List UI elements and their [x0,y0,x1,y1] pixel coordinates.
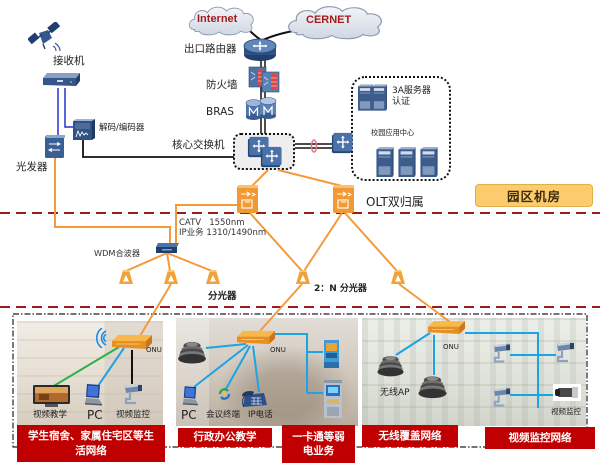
wifi-icon [96,328,108,348]
wireless-ap-label: 无线AP [380,388,410,398]
office-network-title: 行政办公教学 [178,428,272,447]
office-title-text: 行政办公教学 [193,431,257,444]
olt-dual-homing-label: OLT双归属 [366,195,424,209]
device-label-ip-phone: IP电话 [248,410,273,420]
onu-residential-label: ONU [146,346,162,354]
olt-primary-icon[interactable] [237,185,258,213]
wireless-ap-icon[interactable] [177,341,207,364]
onu-coverage-label: ONU [443,343,459,351]
fiber-splitter-right-onu-coverage [398,283,451,323]
bras-label: BRAS [206,106,234,118]
codec-label: 解码/编码器 [99,123,145,133]
wireless-network-title: 无线覆盖网络 [362,425,458,447]
app-server-icon[interactable] [376,147,394,177]
video-title-text: 视频监控网络 [508,431,572,444]
residential-network-title: 学生宿舍、家属住宅区等生 活网络 [17,425,165,462]
splitter-2n-icon[interactable] [391,270,405,284]
video-network-title: 视频监控网络 [485,427,595,449]
surveillance-label: 视频监控 [551,407,581,416]
self-service-kiosk-icon[interactable] [323,380,343,418]
card-service-title: 一卡通等弱 电业务 [282,425,355,463]
optical-transmitter-icon[interactable] [45,135,65,158]
laptop-icon[interactable] [84,384,102,406]
optical-transmitter-label: 光发器 [16,161,48,173]
auth-server-icon[interactable] [372,84,387,111]
fiber-wdm-splitter-2 [166,252,171,272]
fiber-oltright-splitter-left [303,212,343,272]
splitter-label: 分光器 [208,291,237,302]
wdm-combiner-icon[interactable] [155,243,179,253]
device-label-pc: PC [87,408,103,422]
device-label-conference: 会议终端 [206,410,241,420]
box-camera-lens [555,389,560,396]
camera-icon[interactable] [492,342,511,364]
card-title-line-1: 一卡通等弱 [292,430,345,443]
ip-wavelength-label: IP业务 1310/1490nm [179,228,267,238]
camera-icon[interactable] [555,341,575,363]
bras-icon[interactable] [245,97,277,121]
splitter-icon[interactable] [206,270,220,284]
server-access-switch-icon[interactable] [331,132,353,154]
box-camera-back [572,387,578,398]
fiber-oltright-splitter-right [344,212,398,272]
firewall-label: 防火墙 [206,79,238,91]
machine-room-badge: 园区机房 [475,184,593,207]
receiver-label: 接收机 [53,55,85,67]
box-camera-icon[interactable] [553,384,581,401]
wireless-ap-icon[interactable] [418,374,447,400]
wdm-label: WDM合波器 [94,248,141,258]
device-label-surveillance: 视频监控 [116,410,151,420]
router-icon[interactable] [243,37,277,62]
device-label-pc: PC [181,408,197,422]
card-kiosk-icon[interactable] [323,340,340,368]
card-title-line-2: 电业务 [302,445,335,457]
core-switch-backup-icon[interactable] [259,146,283,168]
satellite-icon [28,22,62,53]
firewall-icon[interactable] [247,66,281,93]
splitter-2n-label: 2：N 分光器 [314,284,367,294]
decoder-icon[interactable] [73,119,95,140]
box-camera-body [558,388,573,397]
tv-icon[interactable] [33,385,70,407]
residential-title-line-1: 学生宿舍、家属住宅区等生 [28,430,154,443]
olt-secondary-icon[interactable] [333,185,354,213]
cernet-label: CERNET [306,14,352,26]
receiver-icon[interactable] [43,73,80,87]
conference-terminal-icon[interactable] [218,388,231,400]
catv-wavelength-label: CATV 1550nm [179,218,245,228]
onu-office-icon[interactable] [237,330,275,346]
campus-server-zone [351,76,451,181]
laptop-icon[interactable] [182,385,198,407]
wireless-title-text: 无线覆盖网络 [378,429,442,442]
campus-center-label: 校园应用中心 [371,128,415,137]
fiber-oltleft-splitter-left [249,212,303,272]
residential-title-line-2: 活网络 [75,444,107,457]
link-receiver-decoder [64,88,73,128]
ip-phone-icon[interactable] [240,390,267,408]
app-server-icon[interactable] [398,147,416,177]
link-aggregation-marker [310,139,318,153]
exit-router-label: 出口路由器 [184,43,237,55]
app-server-icon[interactable] [420,147,438,177]
core-switch-label: 核心交换机 [172,139,225,151]
wireless-ap-icon[interactable] [377,353,404,379]
camera-icon[interactable] [123,383,143,405]
auth-server-label: 3A服务器 [392,86,431,96]
auth-server-label-line2: 认证 [392,97,411,107]
splitter-2n-icon[interactable] [296,270,310,284]
onu-coverage-icon[interactable] [428,321,465,335]
fiber-wdm-splitter-3 [166,252,213,272]
auth-server-icon[interactable] [358,84,373,111]
onu-office-label: ONU [270,346,286,354]
fiber-optx-wdm [54,158,171,243]
camera-icon[interactable] [492,386,511,408]
fiber-core-olt-left [251,169,269,187]
splitter-icon[interactable] [119,270,133,284]
internet-label: Internet [197,13,238,25]
splitter-icon[interactable] [164,270,178,284]
fiber-core-olt-right [277,169,343,187]
device-label-video-teaching: 视频教学 [33,410,68,420]
